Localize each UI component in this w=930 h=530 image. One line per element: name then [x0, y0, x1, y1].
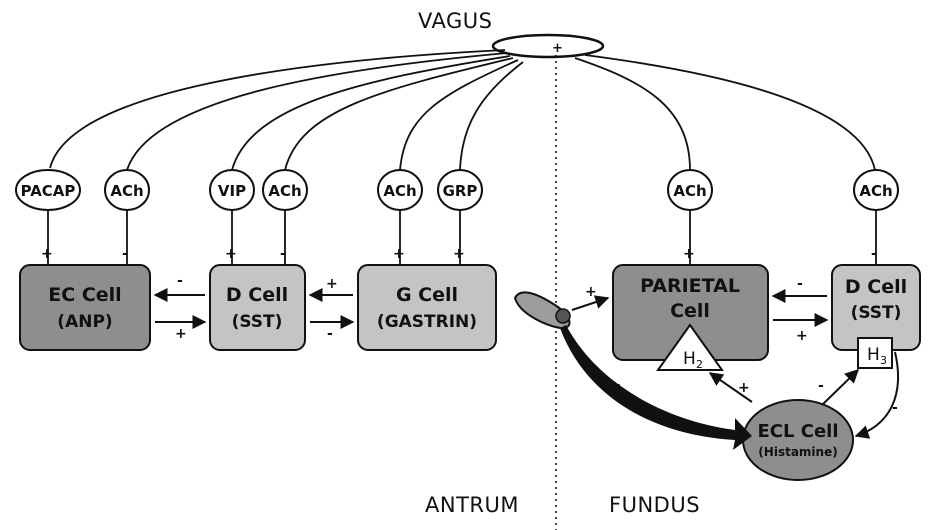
- sign-parietal-to-d: +: [796, 328, 808, 344]
- svg-text:(ANP): (ANP): [57, 312, 112, 332]
- sign-d-to-parietal: -: [797, 276, 803, 292]
- vagus-title: VAGUS: [418, 9, 493, 33]
- svg-text:ECL Cell: ECL Cell: [758, 421, 839, 442]
- vagus-plus: +: [552, 41, 563, 56]
- mediator-ach-parietal: ACh: [667, 169, 713, 211]
- sign-d-to-g: -: [327, 326, 333, 342]
- mediator-ach-ec: ACh: [104, 169, 150, 211]
- gastrin-to-parietal-arrow: [571, 295, 610, 311]
- svg-text:GRP: GRP: [443, 182, 478, 200]
- mediator-pacap: PACAP: [15, 169, 81, 211]
- svg-text:VIP: VIP: [218, 182, 246, 200]
- sign-ecl-to-parietal: +: [738, 380, 750, 396]
- svg-text:ACh: ACh: [673, 182, 706, 200]
- blood-vessel: [513, 291, 571, 330]
- sign-ach4: +: [683, 246, 695, 262]
- svg-text:(SST): (SST): [232, 312, 283, 332]
- svg-text:H: H: [683, 349, 696, 369]
- h2-receptor: H 2: [656, 323, 724, 371]
- svg-text:PARIETAL: PARIETAL: [640, 275, 740, 297]
- svg-text:H: H: [867, 345, 880, 365]
- mediator-ach-d-fundus: ACh: [853, 169, 899, 211]
- svg-text:ACh: ACh: [110, 182, 143, 200]
- svg-text:Cell: Cell: [670, 300, 710, 322]
- fundus-label: FUNDUS: [609, 493, 700, 517]
- sign-ach2: -: [280, 246, 286, 262]
- h3-receptor: H 3: [857, 337, 893, 369]
- svg-text:ACh: ACh: [383, 182, 416, 200]
- sign-d-to-ec: -: [177, 273, 183, 289]
- svg-text:(GASTRIN): (GASTRIN): [377, 312, 477, 332]
- sign-g-to-d: +: [326, 276, 338, 292]
- gastrin-to-ecl-arrow: [560, 325, 752, 450]
- vagal-fibers: [49, 49, 876, 171]
- sign-vip: +: [225, 246, 237, 262]
- vagus-nerve-loop: [491, 33, 605, 59]
- svg-text:EC Cell: EC Cell: [48, 284, 121, 306]
- svg-text:3: 3: [880, 354, 887, 367]
- sign-ec-to-d: +: [175, 326, 187, 342]
- mediator-ach-g: ACh: [377, 169, 423, 211]
- sign-d-to-ecl: -: [892, 400, 898, 416]
- svg-text:D Cell: D Cell: [226, 284, 288, 306]
- svg-text:PACAP: PACAP: [21, 182, 76, 200]
- svg-text:(SST): (SST): [851, 303, 902, 323]
- parietal-cell: PARIETAL Cell: [612, 264, 769, 361]
- d-cell-antrum: D Cell (SST): [209, 264, 306, 351]
- svg-text:D Cell: D Cell: [845, 276, 907, 298]
- mediator-vip: VIP: [209, 169, 255, 211]
- sign-ach5: -: [871, 246, 877, 262]
- sign-ach1: -: [122, 246, 128, 262]
- svg-text:ACh: ACh: [859, 182, 892, 200]
- sign-ecl-to-d: -: [818, 378, 824, 394]
- svg-text:G Cell: G Cell: [396, 284, 458, 306]
- svg-text:(Histamine): (Histamine): [758, 445, 837, 459]
- antrum-label: ANTRUM: [425, 493, 519, 517]
- g-cell: G Cell (GASTRIN): [357, 264, 497, 351]
- sign-gastrin-to-parietal: +: [585, 284, 597, 300]
- sign-pacap: +: [41, 246, 53, 262]
- mediator-ach-d-antrum: ACh: [262, 169, 308, 211]
- svg-text:ACh: ACh: [268, 182, 301, 200]
- sign-gastrin-to-ecl: +: [613, 381, 625, 397]
- antrum-interactions: [153, 288, 355, 329]
- mediator-grp: GRP: [437, 169, 483, 211]
- svg-text:2: 2: [696, 358, 703, 371]
- ecl-cell: ECL Cell (Histamine): [742, 399, 854, 481]
- d-cell-fundus: D Cell (SST): [831, 264, 921, 351]
- ec-cell: EC Cell (ANP): [19, 264, 151, 351]
- fundus-interactions: [708, 289, 900, 439]
- sign-ach3: +: [393, 246, 405, 262]
- mediator-connectors: [47, 210, 877, 265]
- sign-grp: +: [453, 246, 465, 262]
